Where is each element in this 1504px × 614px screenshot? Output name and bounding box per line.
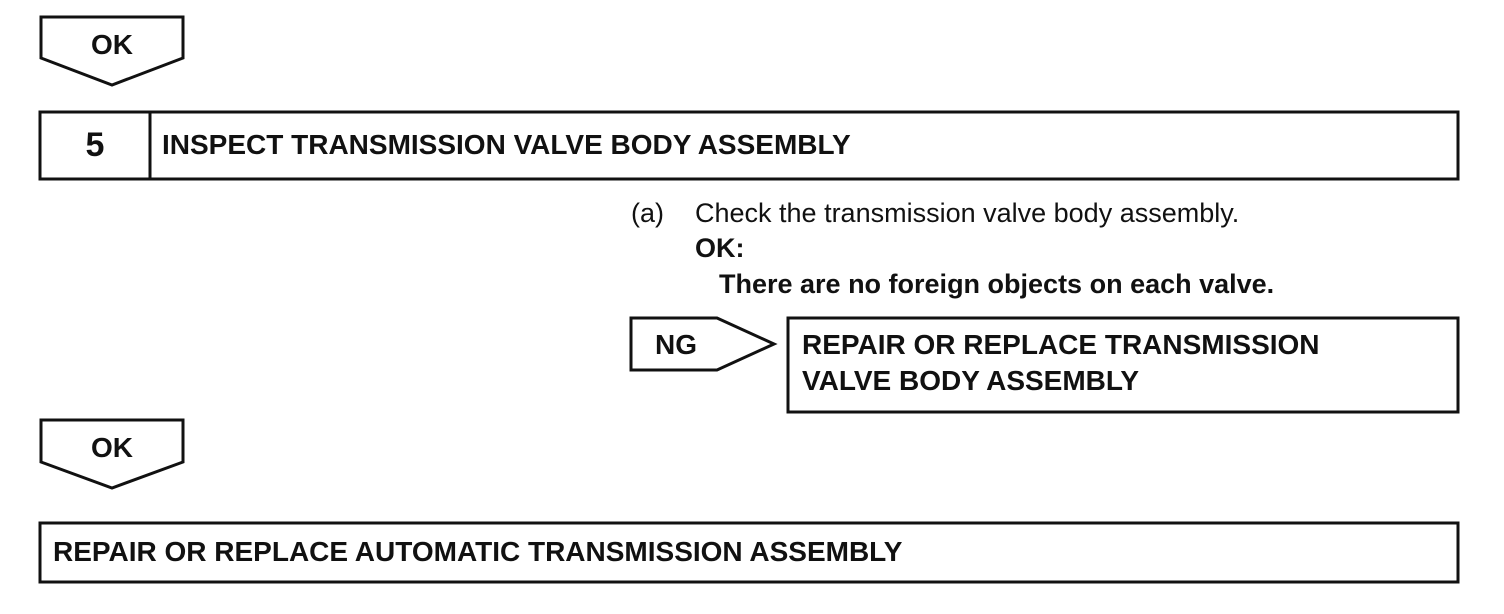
step-number: 5 (85, 126, 105, 164)
ng-result-line-2: VALVE BODY ASSEMBLY (802, 365, 1140, 396)
final-action-box (38, 521, 1460, 584)
ok-criteria-heading: OK: (695, 233, 745, 263)
top-ok-label: OK (91, 29, 133, 60)
step-header-box (38, 110, 1460, 181)
bottom-ok-label: OK (91, 432, 133, 463)
instruction-text: Check the transmission valve body assemb… (695, 198, 1240, 228)
top-ok-arrow-shape (39, 15, 185, 87)
ng-arrow-shape (629, 316, 778, 372)
ng-result-text: REPAIR OR REPLACE TRANSMISSION VALVE BOD… (802, 327, 1320, 399)
final-action-text: REPAIR OR REPLACE AUTOMATIC TRANSMISSION… (53, 536, 903, 567)
ng-result-box (786, 316, 1460, 414)
ng-result-line-1: REPAIR OR REPLACE TRANSMISSION (802, 329, 1320, 360)
instruction-marker: (a) (631, 198, 664, 228)
ok-criteria-text: There are no foreign objects on each val… (719, 269, 1275, 299)
bottom-ok-arrow-shape (39, 418, 185, 490)
step-title: INSPECT TRANSMISSION VALVE BODY ASSEMBLY (162, 129, 851, 160)
ng-label: NG (655, 329, 697, 360)
